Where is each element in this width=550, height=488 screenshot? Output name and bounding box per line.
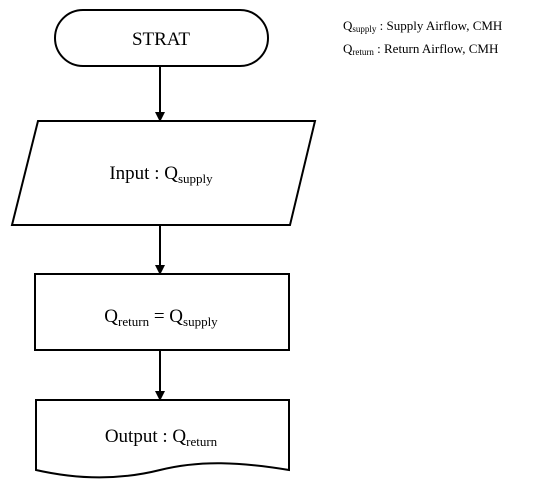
input-label-prefix: Input : Q: [109, 163, 178, 184]
process-node: Qreturn = Qsupply: [34, 273, 290, 351]
legend-return: Qreturn : Return Airflow, CMH: [343, 41, 498, 57]
output-label-subscript: return: [186, 434, 218, 449]
legend-return-description: : Return Airflow, CMH: [374, 41, 498, 56]
output-label-prefix: Output : Q: [105, 426, 187, 447]
legend-return-symbol: Q: [343, 41, 353, 56]
legend: Qsupply : Supply Airflow, CMH Qreturn : …: [343, 18, 502, 57]
output-label: Output : Qreturn: [105, 426, 218, 449]
process-operator: = Q: [149, 306, 183, 327]
process-lhs-symbol: Q: [104, 306, 118, 327]
input-parallelogram-shape: [10, 120, 317, 226]
process-label: Qreturn = Qsupply: [104, 306, 218, 329]
legend-supply-subscript: supply: [352, 24, 377, 34]
input-label-subscript: supply: [178, 171, 213, 186]
input-label: Input : Qsupply: [109, 163, 213, 186]
start-label: STRAT: [132, 29, 190, 50]
process-rectangle-shape: [34, 273, 290, 351]
legend-supply-symbol: Q: [343, 18, 353, 33]
input-node: Input : Qsupply: [10, 120, 317, 226]
legend-supply-description: : Supply Airflow, CMH: [376, 18, 502, 33]
output-node: Output : Qreturn: [35, 399, 290, 479]
start-terminator-shape: [54, 9, 269, 67]
output-document-shape: [35, 399, 290, 479]
process-rhs-subscript: supply: [183, 314, 218, 329]
legend-supply: Qsupply : Supply Airflow, CMH: [343, 18, 502, 34]
start-node: STRAT: [54, 9, 269, 67]
process-lhs-subscript: return: [118, 314, 150, 329]
legend-return-subscript: return: [352, 47, 374, 57]
